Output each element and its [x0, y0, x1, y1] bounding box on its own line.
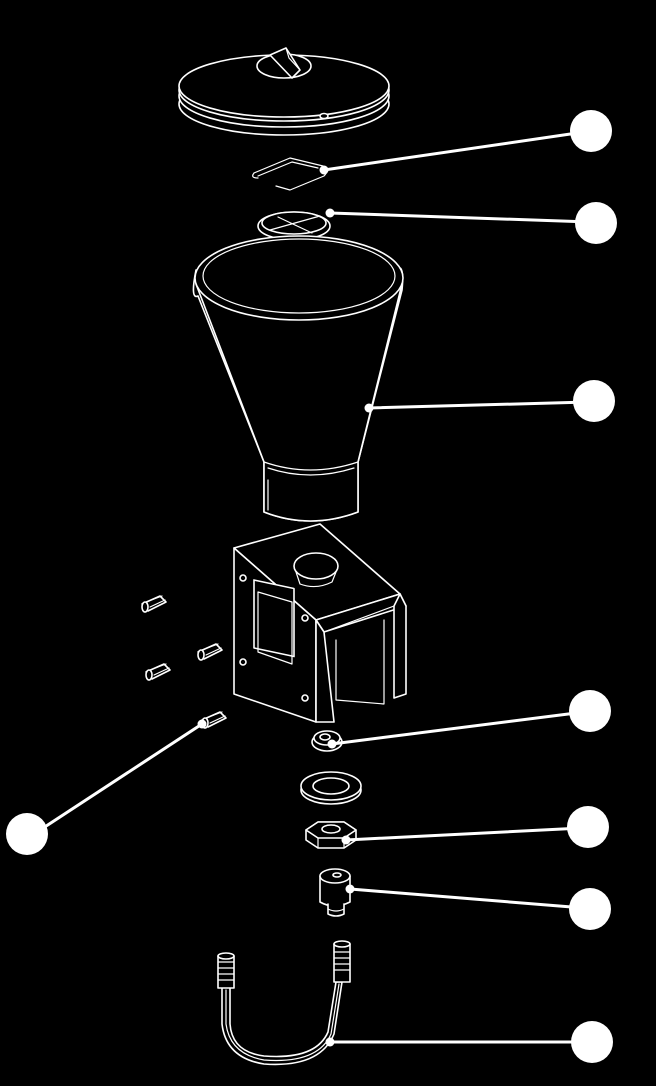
- fitting-mid-left: [145, 663, 171, 681]
- callout-bubble: [569, 690, 611, 732]
- callout-bubble: [570, 110, 612, 152]
- callout-bubble: [571, 1021, 613, 1063]
- hose-end-right: [333, 940, 351, 983]
- ring-gasket: [257, 211, 331, 241]
- callout-bubble: [567, 806, 609, 848]
- wire-clip: [252, 157, 328, 191]
- washer-cap: [311, 730, 343, 752]
- callout-c4: [6, 719, 207, 855]
- callout-c7: [345, 884, 611, 930]
- mounting-bracket: [233, 523, 407, 723]
- callout-c6: [341, 806, 609, 848]
- callout-bubble: [573, 380, 615, 422]
- funnel-hopper: [192, 235, 404, 522]
- hose-assembly: [217, 940, 351, 1066]
- callout-c1: [319, 110, 612, 175]
- bracket-hole: [293, 552, 339, 580]
- callout-bubble: [575, 202, 617, 244]
- callout-bubble: [569, 888, 611, 930]
- callout-bubble: [6, 813, 48, 855]
- hose-end-left: [217, 952, 235, 989]
- lid: [178, 47, 390, 136]
- connector-fitting: [319, 868, 351, 917]
- fitting-mid-right: [197, 643, 223, 661]
- callout-c5: [327, 690, 611, 749]
- hex-nut: [305, 821, 357, 849]
- callout-c8: [325, 1021, 613, 1063]
- fitting-top: [141, 595, 167, 613]
- callout-c2: [325, 202, 617, 244]
- callout-c3: [364, 380, 615, 422]
- seal-ring: [300, 771, 362, 805]
- lid-vent-hole: [319, 112, 329, 120]
